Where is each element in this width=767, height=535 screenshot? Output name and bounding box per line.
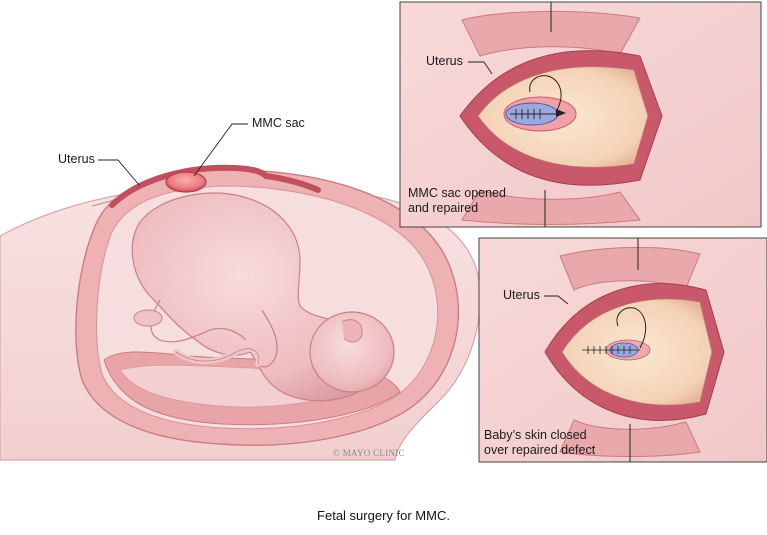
inset-bottom-caption: Baby’s skin closed over repaired defect <box>484 428 595 458</box>
fetus-arm <box>257 309 278 368</box>
inset-top <box>399 1 762 228</box>
mmc-sac <box>165 171 207 193</box>
inset-bottom-uterus-label: Uterus <box>503 288 540 302</box>
inset-top-needle-arrow <box>556 109 566 117</box>
inset-top-suture <box>529 75 562 113</box>
main-diagram <box>0 123 481 461</box>
umbilical-cord-outline <box>175 348 260 365</box>
inset-top-skin-flap-bottom <box>461 189 641 225</box>
inset-top-stitches <box>510 109 556 119</box>
mmc-sac-label: MMC sac <box>252 116 305 130</box>
inset-bottom <box>478 237 767 463</box>
mmc-sac-leader-line <box>193 123 248 177</box>
uterus-leader-line <box>98 159 141 187</box>
uterus-incision <box>109 164 321 208</box>
copyright-notice: © MAYO CLINIC <box>333 448 405 458</box>
inset-top-uterus-leader <box>468 61 493 75</box>
fetus-ear <box>341 319 363 343</box>
figure-caption: Fetal surgery for MMC. <box>317 508 450 523</box>
inset-bottom-caption-line-2: over repaired defect <box>484 443 596 457</box>
fetus-foot <box>133 309 163 327</box>
inset-top-skin-flap <box>461 10 641 57</box>
fetus-head <box>309 311 395 393</box>
inset-top-caption-line-2: and repaired <box>408 201 479 215</box>
inset-bottom-stitch-line <box>582 346 640 354</box>
main-uterus-label: Uterus <box>58 152 95 166</box>
inset-top-uterus-label: Uterus <box>426 54 463 68</box>
inset-bottom-uterus-leader <box>544 295 569 305</box>
inset-bottom-suture <box>616 307 647 349</box>
inset-top-caption-line-1: MMC sac opened <box>408 186 506 200</box>
inset-bottom-skin-flap <box>559 246 701 291</box>
inset-bottom-caption-line-1: Baby’s skin closed <box>484 428 587 442</box>
inset-top-caption: MMC sac opened and repaired <box>408 186 506 216</box>
